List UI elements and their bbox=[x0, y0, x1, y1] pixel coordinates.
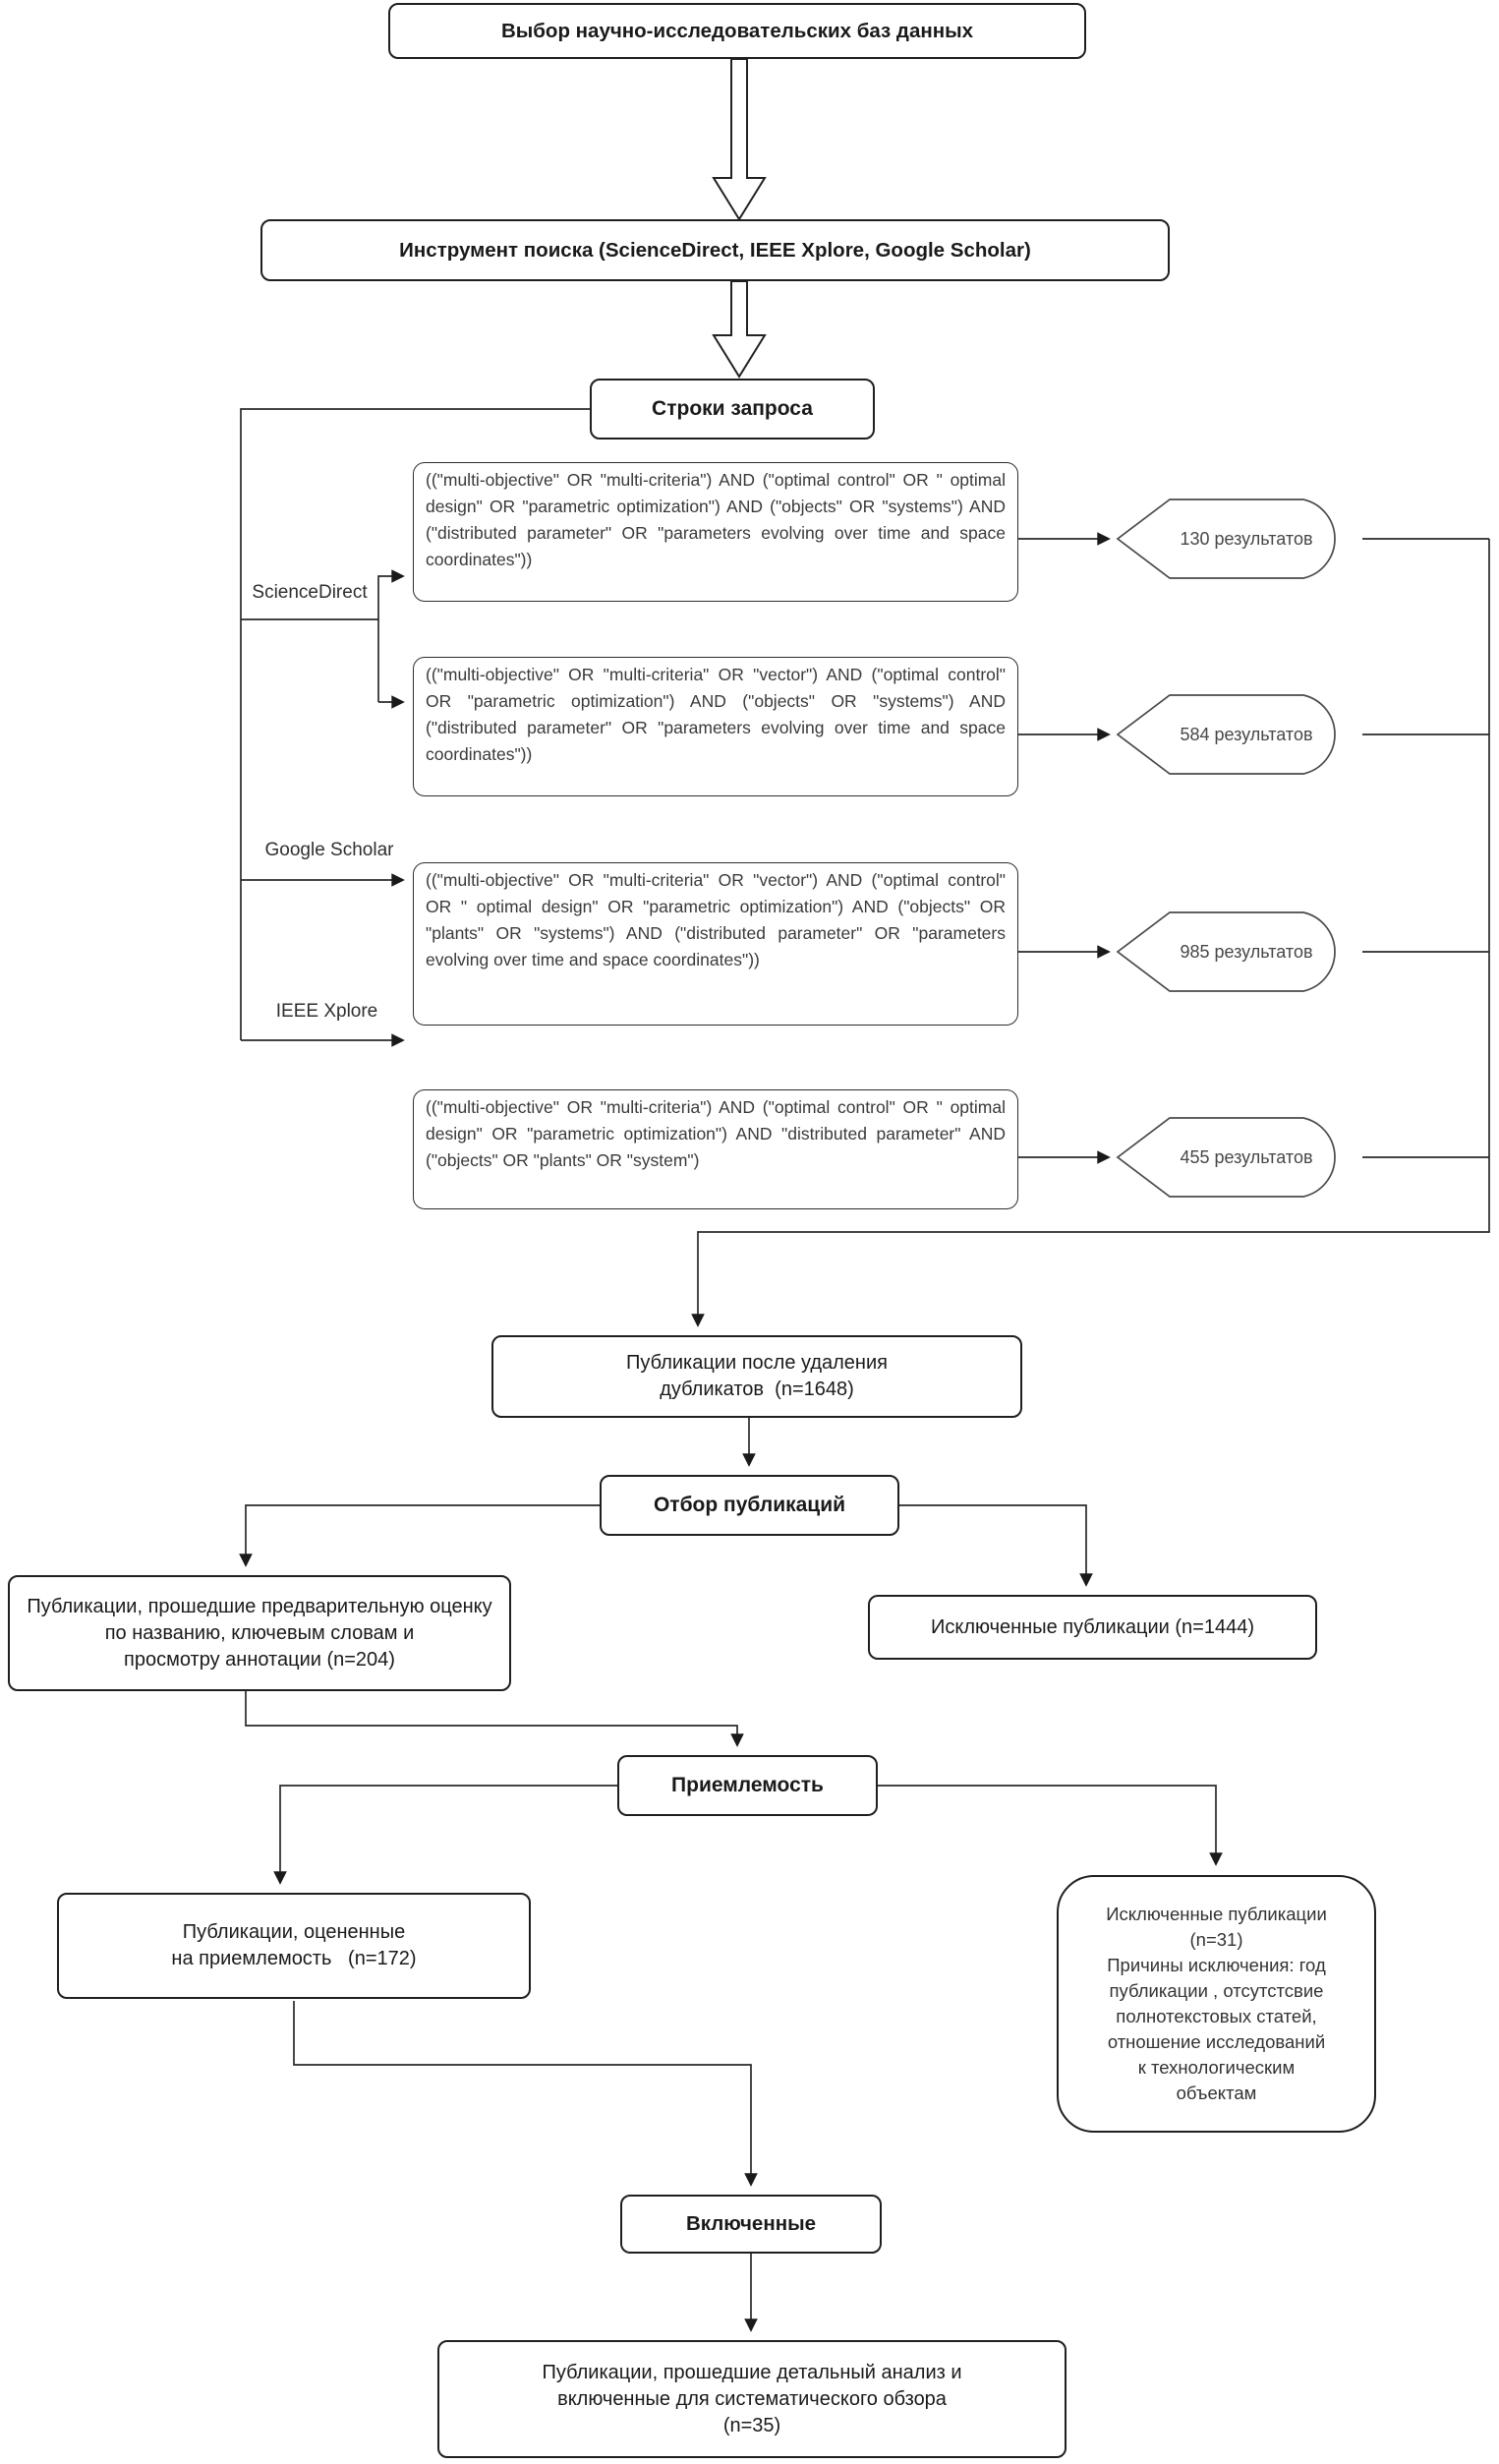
dedup-box: Публикации после удаления дубликатов (n=… bbox=[491, 1335, 1022, 1418]
query-box-2: (("multi-objective" OR "multi-criteria" … bbox=[413, 657, 1018, 796]
result-label: 130 результатов bbox=[1180, 528, 1313, 549]
left-bus-line bbox=[240, 408, 590, 1040]
arrow-selection-screened bbox=[239, 1504, 600, 1567]
result-label: 455 результатов bbox=[1180, 1146, 1313, 1167]
db-label-ieee-xplore: IEEE Xplore bbox=[275, 1001, 378, 1022]
query-box-4: (("multi-objective" OR "multi-criteria")… bbox=[413, 1089, 1018, 1209]
db-label-google-scholar: Google Scholar bbox=[264, 840, 394, 860]
excluded-eligibility-box: Исключенные публикации (n=31) Причины ис… bbox=[1057, 1875, 1376, 2133]
query-strings-box: Строки запроса bbox=[590, 379, 875, 440]
hexagon-shape-icon bbox=[1116, 911, 1336, 992]
assessed-box: Публикации, оцененные на приемлемость (n… bbox=[57, 1893, 531, 1999]
query-box-1: (("multi-objective" OR "multi-criteria")… bbox=[413, 462, 1018, 602]
hexagon-shape-icon bbox=[1116, 499, 1336, 579]
hexagon-shape-icon bbox=[1116, 694, 1336, 775]
result-hexagon-1: 130 результатов bbox=[1115, 498, 1362, 580]
right-bus-to-dedup-arrow bbox=[691, 539, 1490, 1327]
selection-box: Отбор публикаций bbox=[600, 1475, 899, 1536]
db-label-sciencedirect: ScienceDirect bbox=[252, 582, 368, 603]
arrow-screened-eligibility bbox=[245, 1691, 744, 1747]
result-label: 985 результатов bbox=[1180, 941, 1313, 962]
result-label: 584 результатов bbox=[1180, 724, 1313, 744]
excluded-selection-box: Исключенные публикации (n=1444) bbox=[868, 1595, 1317, 1660]
included-box: Включенные bbox=[620, 2195, 882, 2254]
hollow-arrow-icon bbox=[712, 280, 767, 379]
eligibility-box: Приемлемость bbox=[617, 1755, 878, 1816]
result-hexagon-2: 584 результатов bbox=[1115, 693, 1362, 776]
search-tool-box: Инструмент поиска (ScienceDirect, IEEE X… bbox=[260, 219, 1170, 281]
result-hexagon-3: 985 результатов bbox=[1115, 910, 1362, 993]
arrow-assessed-included bbox=[293, 2001, 758, 2187]
arrow-to-query-1 bbox=[377, 569, 405, 702]
query-box-3: (("multi-objective" OR "multi-criteria" … bbox=[413, 862, 1018, 1026]
hollow-arrow-icon bbox=[712, 58, 767, 221]
arrow-eligibility-excluded bbox=[878, 1785, 1223, 1866]
db-selection-box: Выбор научно-исследовательских баз данны… bbox=[388, 3, 1086, 59]
screened-box: Публикации, прошедшие предварительную оц… bbox=[8, 1575, 511, 1691]
result-hexagon-4: 455 результатов bbox=[1115, 1116, 1362, 1199]
arrow-eligibility-assessed bbox=[273, 1785, 617, 1885]
arrow-selection-excluded bbox=[899, 1504, 1093, 1587]
final-box: Публикации, прошедшие детальный анализ и… bbox=[437, 2340, 1067, 2458]
hexagon-shape-icon bbox=[1116, 1117, 1336, 1198]
